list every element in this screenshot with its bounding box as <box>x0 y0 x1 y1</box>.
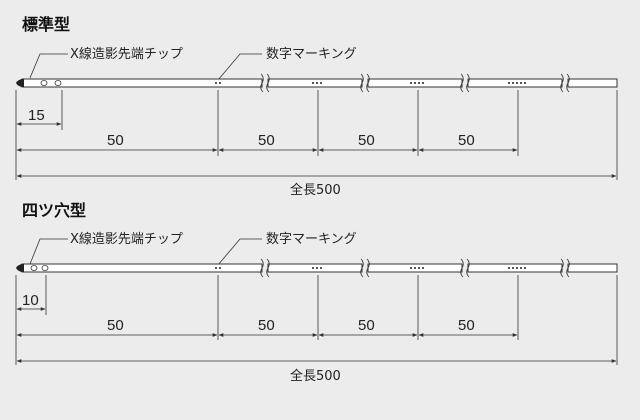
tip-dimension: 15 <box>28 107 45 124</box>
marking-leader-line <box>217 53 262 81</box>
total-length-label: 全長500 <box>290 182 341 198</box>
number-marking-dots <box>215 82 526 84</box>
marking-label: 数字マーキング <box>266 232 357 247</box>
extension-lines <box>15 275 618 365</box>
tip-label: X線造影先端チップ <box>70 46 183 62</box>
tip-label: X線造影先端チップ <box>70 231 183 247</box>
radiopaque-tip <box>16 264 24 272</box>
section-standard: 標準型 X線造影先端チップ 数字マーキング <box>15 15 618 198</box>
section-four-hole: 四ツ穴型 X線造影先端チップ 数字マーキング <box>15 201 618 384</box>
segment-dimension: 50 <box>458 132 475 149</box>
segment-dimension: 50 <box>258 132 275 149</box>
segment-dimension: 50 <box>458 317 475 334</box>
section-title: 標準型 <box>22 15 70 34</box>
tip-leader-line <box>29 238 68 265</box>
tip-leader-line <box>29 53 68 79</box>
tip-dimension: 10 <box>22 292 39 309</box>
section-title: 四ツ穴型 <box>22 201 86 220</box>
segment-dimension: 50 <box>258 317 275 334</box>
radiopaque-tip <box>16 79 24 87</box>
marking-label: 数字マーキング <box>266 47 357 62</box>
segment-dimension: 50 <box>107 132 124 149</box>
side-hole <box>54 80 62 86</box>
side-hole <box>41 265 49 271</box>
segment-dimension: 50 <box>107 317 124 334</box>
number-marking-dots <box>215 267 526 269</box>
total-length-label: 全長500 <box>290 368 341 384</box>
marking-leader-line <box>217 238 262 266</box>
extension-lines <box>15 90 618 180</box>
side-hole <box>30 265 38 271</box>
segment-dimension: 50 <box>358 317 375 334</box>
segment-dimension: 50 <box>358 132 375 149</box>
side-hole <box>40 80 48 86</box>
